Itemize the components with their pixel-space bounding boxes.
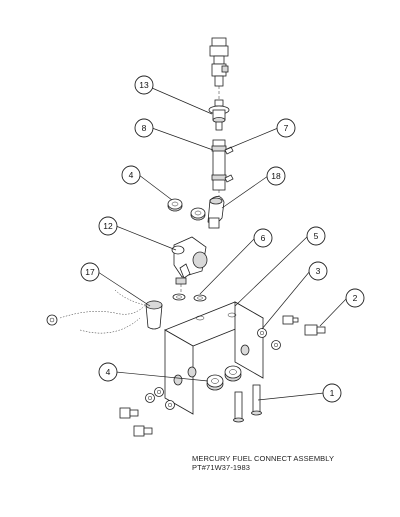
part-17-cap-chain — [46, 289, 163, 334]
part-18-elbow — [207, 196, 225, 229]
top-fuel-connector — [209, 37, 229, 100]
callout-7: 7 — [276, 118, 296, 138]
part-1-studs — [233, 384, 262, 423]
callout-5-label: 5 — [314, 231, 319, 241]
callout-1: 1 — [322, 383, 342, 403]
callout-12: 12 — [98, 216, 118, 236]
callout-18-label: 18 — [271, 171, 281, 181]
callout-13: 13 — [134, 75, 154, 95]
callout-3-label: 3 — [316, 266, 321, 276]
callout-4-lower: 4 — [98, 362, 118, 382]
callout-6-label: 6 — [261, 233, 266, 243]
callout-3: 3 — [308, 261, 328, 281]
assembly-title: MERCURY FUEL CONNECT ASSEMBLY — [192, 454, 335, 463]
callout-2: 2 — [345, 288, 365, 308]
callout-12-label: 12 — [103, 221, 113, 231]
callout-1-label: 1 — [330, 388, 335, 398]
part-number: PT#71W37-1983 — [192, 463, 251, 472]
part-13-fitting — [208, 99, 230, 131]
part-4-nuts-lower — [206, 365, 242, 391]
part-5-bracket — [164, 301, 264, 415]
callout-18: 18 — [266, 166, 286, 186]
callout-4-upper-label: 4 — [129, 170, 134, 180]
callout-13-label: 13 — [139, 80, 149, 90]
part-3-lock-washers — [257, 315, 299, 350]
lower-left-hardware — [119, 387, 175, 437]
callout-17: 17 — [80, 262, 100, 282]
part-12-connector — [171, 236, 208, 294]
callout-2-label: 2 — [353, 293, 358, 303]
callout-8: 8 — [134, 118, 154, 138]
callout-4-upper: 4 — [121, 165, 141, 185]
callout-7-label: 7 — [284, 123, 289, 133]
callout-17-label: 17 — [85, 267, 95, 277]
callout-8-label: 8 — [142, 123, 147, 133]
callout-6: 6 — [253, 228, 273, 248]
callout-5: 5 — [306, 226, 326, 246]
part-2-screw — [304, 324, 326, 336]
part-6-washers — [172, 293, 207, 302]
part-4-nuts-upper — [167, 198, 206, 221]
leader-lines — [97, 87, 348, 401]
callout-4-lower-label: 4 — [106, 367, 111, 377]
part-8-7-hose-clamp — [211, 139, 234, 200]
